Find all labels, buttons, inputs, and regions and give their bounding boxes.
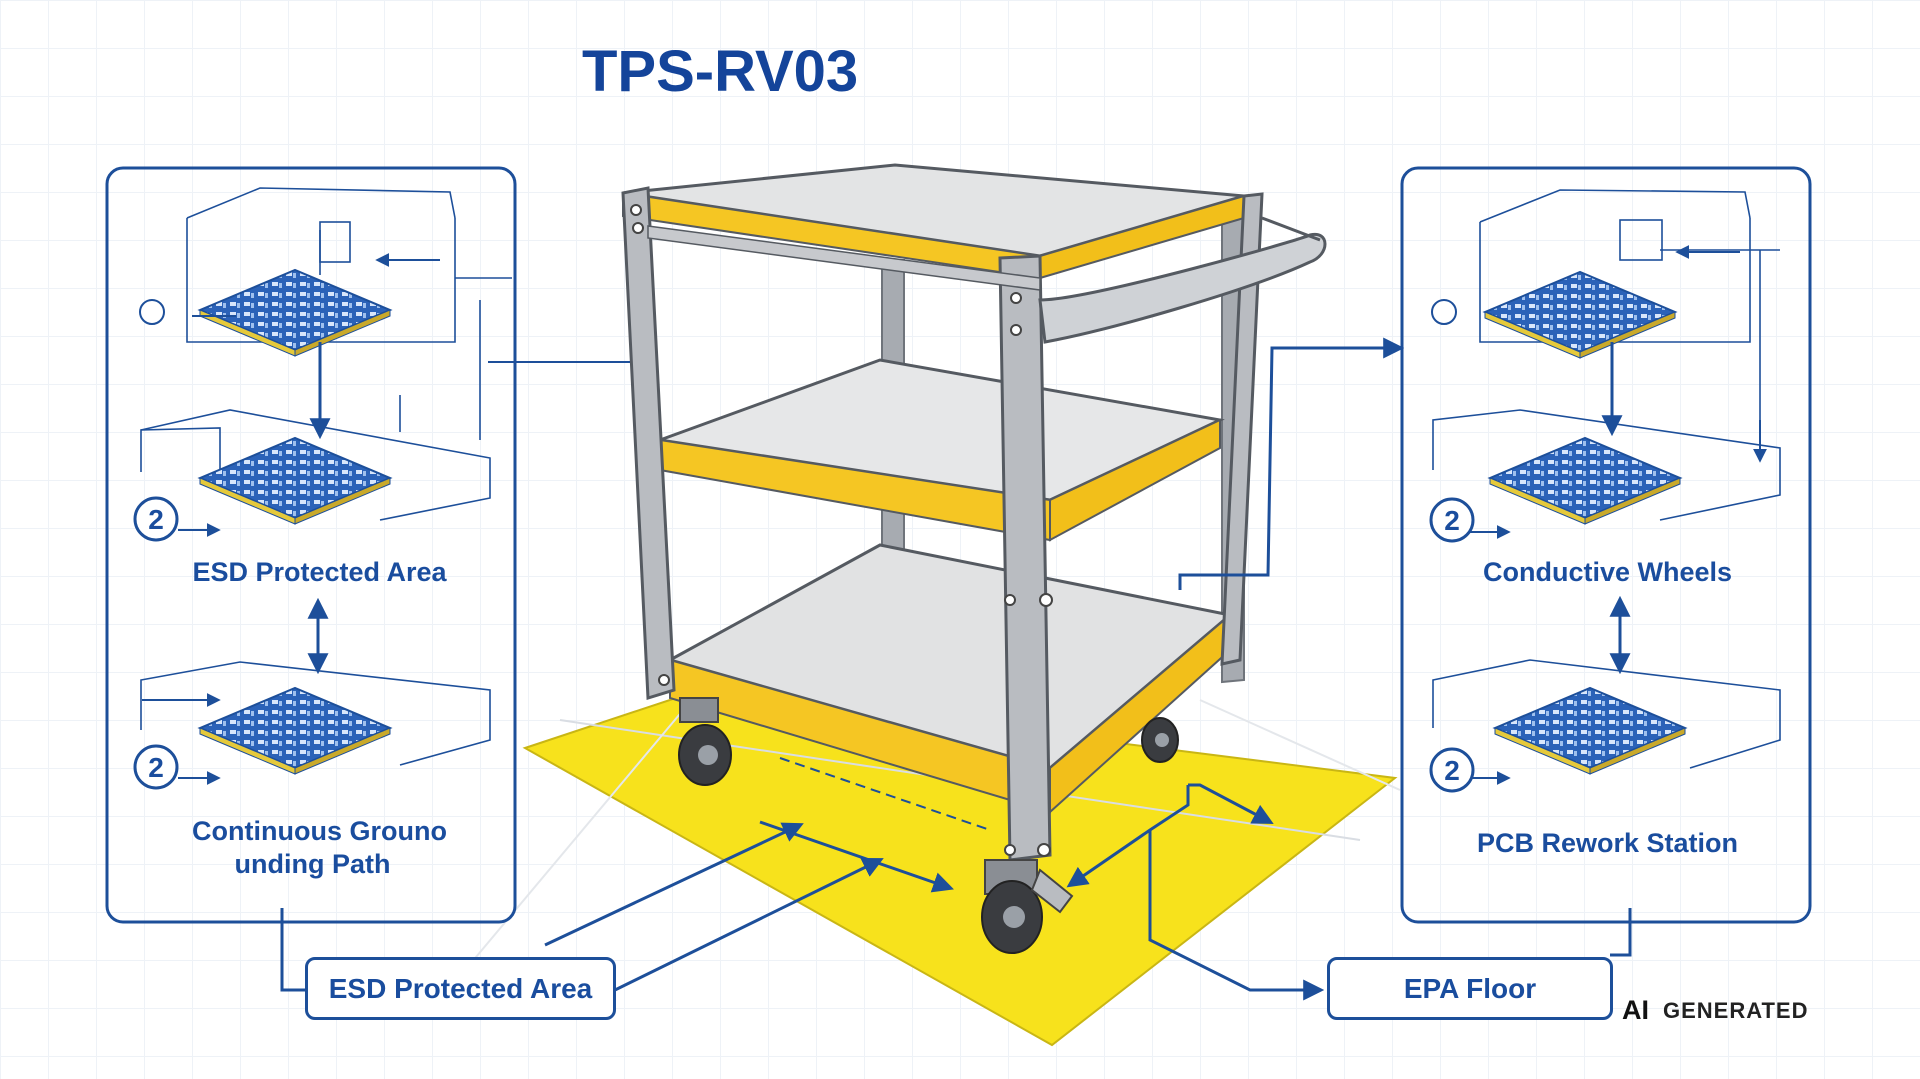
ai-generated-badge: AI GENERATED — [1622, 995, 1809, 1026]
step-number-right-1: 2 — [1444, 505, 1460, 536]
left-detail-panel — [105, 166, 517, 924]
diagram-title: TPS-RV03 — [582, 39, 859, 104]
ground-symbol-icon — [139, 299, 165, 325]
connector-lines — [280, 337, 1632, 1001]
step-marker-left-2 — [133, 744, 179, 790]
step-marker-right-2 — [1429, 747, 1475, 793]
caster-wheel-back-left — [678, 697, 732, 786]
callout-esd-protected-area: ESD Protected Area — [305, 957, 616, 1020]
callout-epa-floor: EPA Floor — [1327, 957, 1613, 1020]
step-number-left-2: 2 — [148, 752, 164, 783]
esd-cart-illustration — [621, 163, 1327, 954]
ai-badge-mark: AI — [1622, 995, 1649, 1025]
step-marker-right-1 — [1429, 497, 1475, 543]
left-panel-arrows — [142, 253, 440, 785]
label-continuous-grounding-line2: unding Path — [234, 849, 391, 879]
right-panel-arrows — [1470, 245, 1767, 785]
step-marker-left-1 — [133, 496, 179, 542]
step-number-left-1: 2 — [148, 504, 164, 535]
left-panel-illustrations — [140, 187, 512, 775]
ai-badge-text: GENERATED — [1663, 997, 1809, 1023]
label-conductive-wheels: Conductive Wheels — [1482, 557, 1733, 587]
right-panel-illustrations — [1432, 189, 1781, 775]
ground-symbol-icon-right — [1431, 299, 1457, 325]
label-esd-protected-area-left: ESD Protected Area — [192, 557, 447, 587]
step-number-right-2: 2 — [1444, 755, 1460, 786]
caster-wheel-front — [981, 859, 1074, 954]
caster-wheel-back-right — [1141, 717, 1179, 763]
label-continuous-grounding-line1: Continuous Grouno — [192, 816, 447, 846]
label-pcb-rework-station: PCB Rework Station — [1476, 828, 1739, 858]
right-detail-panel — [1400, 166, 1812, 924]
